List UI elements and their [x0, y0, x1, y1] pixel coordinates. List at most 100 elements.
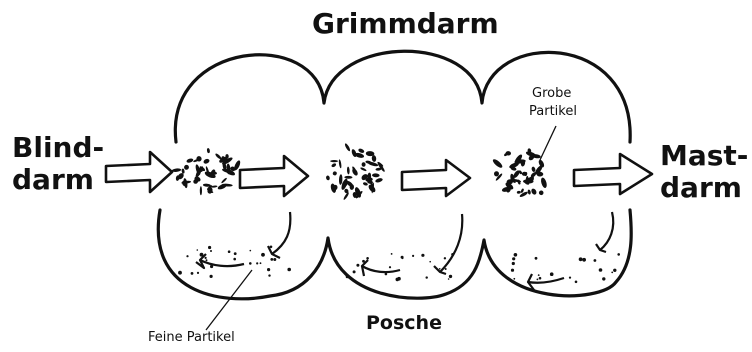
- coarse-particle: [527, 189, 531, 195]
- fine-particle: [569, 277, 571, 279]
- fine-particle: [445, 268, 447, 270]
- fine-particle: [228, 250, 231, 253]
- lower-colon-wall: [158, 210, 631, 299]
- fine-particle: [267, 268, 270, 271]
- fine-particle: [268, 274, 270, 276]
- coarse-particle: [520, 188, 524, 193]
- flow-arrow-icon: [240, 156, 308, 196]
- coarse-particle: [183, 164, 190, 171]
- fine-particle: [448, 278, 450, 280]
- fine-particle: [249, 262, 252, 265]
- fine-particle: [412, 255, 414, 257]
- coarse-particle: [492, 158, 504, 169]
- fine-particle: [397, 277, 401, 281]
- fine-particle: [270, 246, 273, 249]
- fine-particle: [451, 253, 454, 256]
- coarse-particle: [186, 158, 194, 164]
- coarse-pointer-line: [540, 126, 556, 160]
- fine-particle: [611, 272, 613, 274]
- fine-particle: [260, 262, 262, 264]
- coarse-particle: [371, 155, 376, 162]
- return-arrow-icon: [434, 214, 462, 274]
- fine-particle: [429, 261, 431, 263]
- fine-particle: [197, 249, 199, 251]
- fine-particle: [449, 275, 452, 278]
- particle-cluster-icon: [172, 143, 620, 283]
- cecum-label-line2: darm: [12, 164, 94, 195]
- fine-particles-label: Feine Partikel: [148, 330, 235, 346]
- fine-particle: [401, 256, 404, 259]
- coarse-particle: [347, 167, 350, 175]
- coarse-particle: [494, 171, 500, 177]
- fine-particle: [353, 270, 356, 273]
- fine-particle: [439, 268, 441, 270]
- coarse-particle: [344, 176, 352, 179]
- fine-particle: [582, 258, 586, 262]
- coarse-particle: [530, 188, 537, 196]
- coarse-particle: [203, 158, 210, 165]
- rectum-label-line1: Mast-: [660, 140, 748, 171]
- flow-arrow-icon: [106, 152, 172, 192]
- fine-particle: [205, 257, 207, 259]
- fine-particle: [389, 266, 391, 268]
- fine-particle: [210, 265, 213, 268]
- pouch-label: Posche: [366, 312, 442, 334]
- coarse-particle: [344, 143, 351, 152]
- fine-particle: [186, 255, 188, 257]
- fine-particle: [613, 269, 616, 272]
- fine-particle: [391, 253, 393, 255]
- coarse-particle: [531, 166, 536, 172]
- fine-particle: [191, 272, 194, 275]
- fine-particle: [200, 253, 204, 257]
- fine-particle: [385, 273, 388, 276]
- fine-particle: [346, 275, 349, 278]
- fine-particle: [514, 253, 518, 257]
- fine-particle: [539, 277, 542, 280]
- return-arrow-icon: [268, 212, 290, 258]
- coarse-particle: [221, 177, 228, 184]
- fine-particle: [210, 250, 212, 252]
- coarse-particle: [207, 148, 211, 153]
- fine-particle: [575, 281, 578, 284]
- coarse-particle: [331, 163, 337, 168]
- fine-particle: [421, 254, 424, 257]
- fine-particle: [512, 257, 515, 260]
- fine-particle: [233, 258, 236, 261]
- cecum-label-line1: Blind-: [12, 132, 104, 163]
- coarse-particle: [338, 159, 342, 168]
- fine-particle: [599, 268, 603, 272]
- rectum-label-line2: darm: [660, 172, 742, 203]
- fine-particle: [210, 275, 213, 278]
- coarse-particles-label-line2: Partikel: [529, 104, 577, 120]
- fine-particle: [362, 260, 365, 263]
- coarse-particle: [330, 160, 338, 162]
- coarse-particle: [339, 174, 343, 185]
- coarse-particles-label-line1: Grobe: [532, 86, 571, 102]
- fine-particle: [270, 258, 273, 261]
- fine-particle: [356, 264, 359, 267]
- fine-particle: [579, 257, 583, 261]
- fine-particle: [208, 246, 211, 249]
- return-arrow-icon: [596, 212, 613, 252]
- fine-particle: [178, 271, 182, 275]
- coarse-particle: [358, 148, 365, 154]
- coarse-particle: [375, 177, 383, 183]
- fine-particle: [261, 253, 265, 257]
- coarse-particle: [540, 177, 548, 189]
- fine-particle: [234, 252, 237, 255]
- coarse-particle: [377, 162, 386, 173]
- fine-particle: [287, 268, 291, 272]
- flow-arrow-icon: [574, 154, 652, 194]
- coarse-particle: [517, 191, 521, 194]
- fine-particle: [617, 253, 620, 256]
- colon-title: Grimmdarm: [312, 8, 499, 39]
- return-arrow-icon: [362, 260, 400, 276]
- return-arrow-icon: [196, 254, 244, 268]
- fine-particle: [512, 262, 515, 265]
- return-arrow-icon: [528, 274, 564, 290]
- fine-particle: [602, 277, 605, 280]
- coarse-particle: [207, 187, 214, 195]
- fine-particle: [206, 259, 208, 261]
